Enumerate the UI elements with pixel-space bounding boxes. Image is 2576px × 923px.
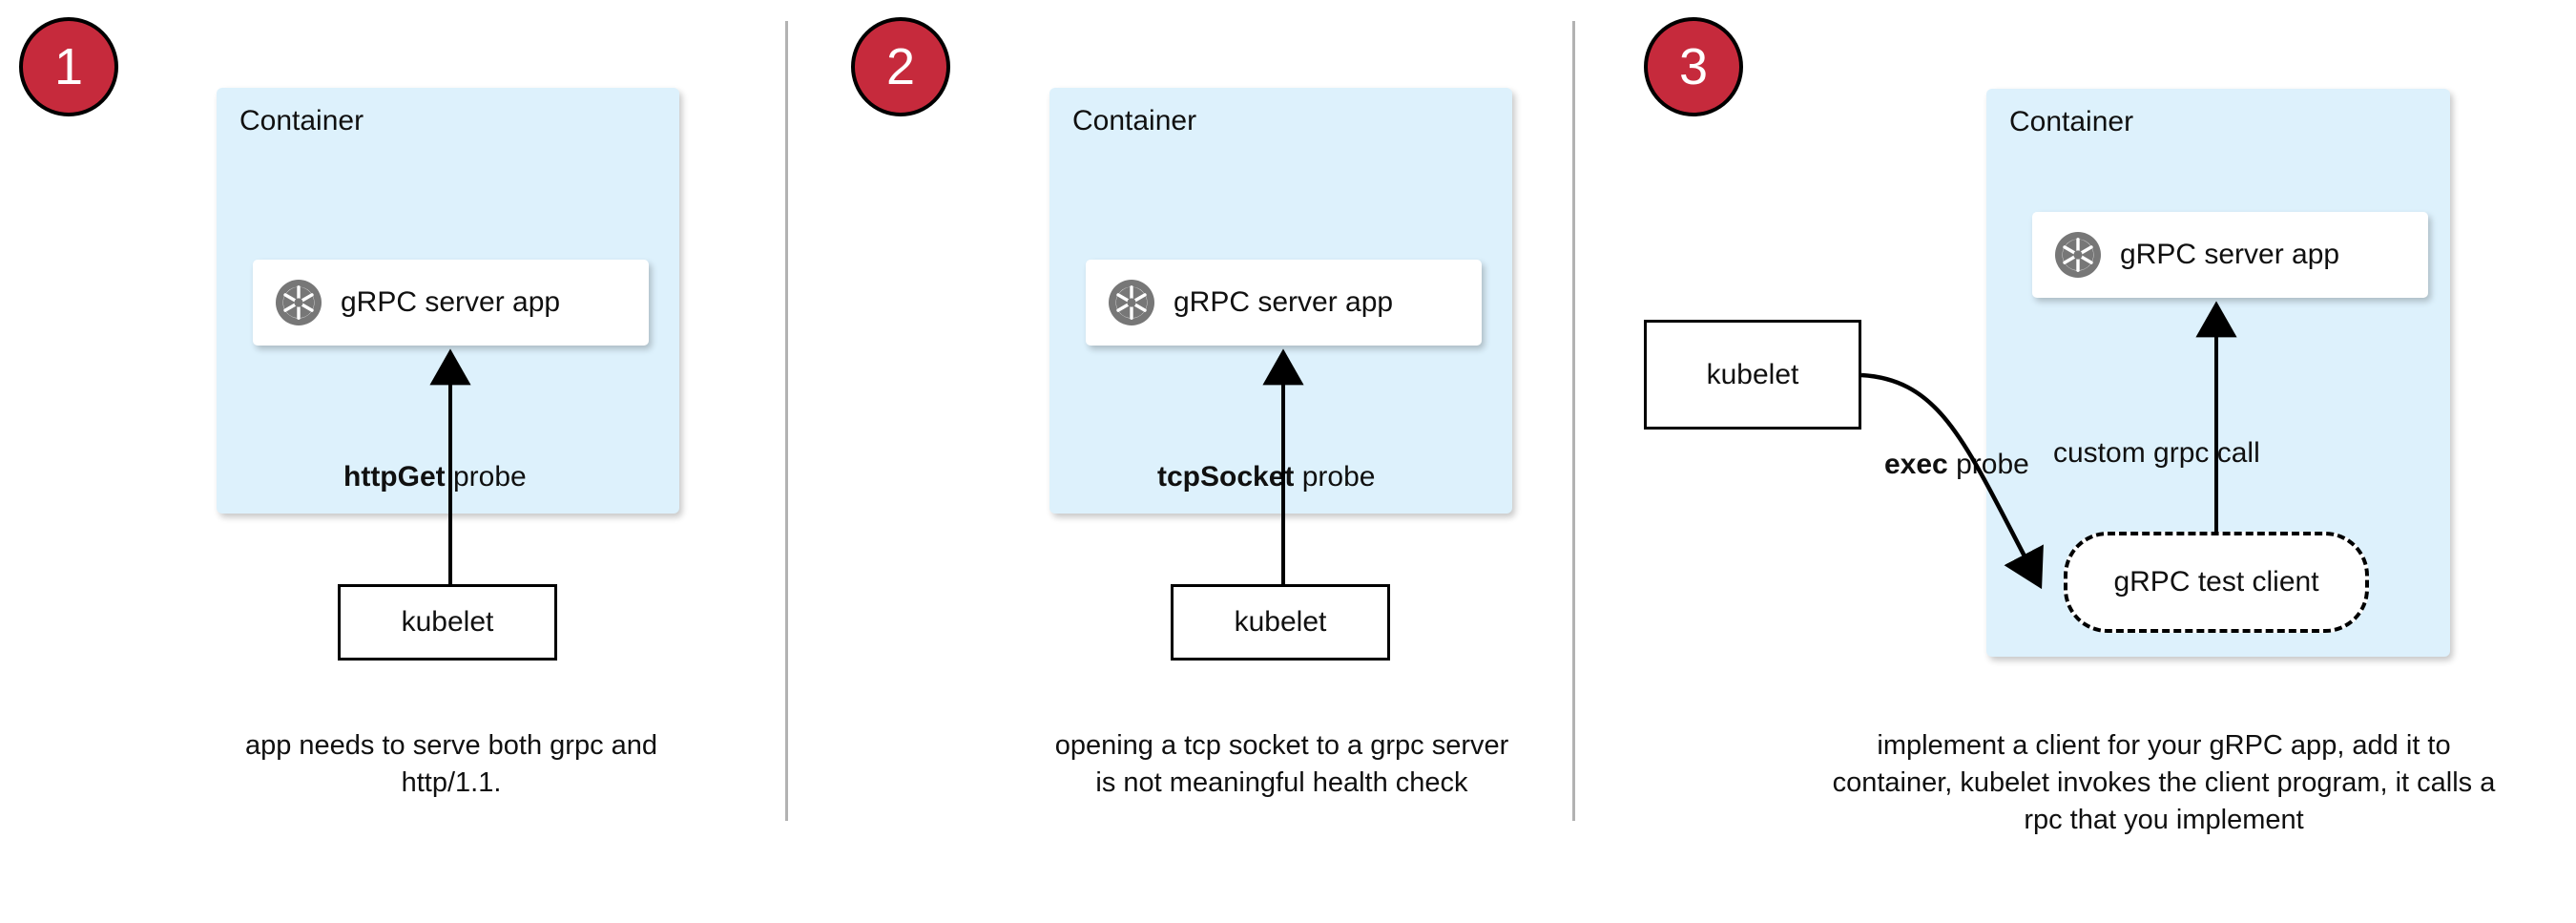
httpget-probe-label: httpGet probe xyxy=(343,461,527,493)
grpc-server-app-label-3: gRPC server app xyxy=(2120,239,2340,270)
step-badge-3: 3 xyxy=(1644,17,1743,116)
grpc-server-app-card-2: gRPC server app xyxy=(1086,260,1482,346)
container-label-2: Container xyxy=(1072,105,1197,136)
custom-grpc-call-label: custom grpc call xyxy=(2053,437,2260,469)
panel-divider-1 xyxy=(785,21,788,821)
probe-name-rest-2: probe xyxy=(1294,461,1376,493)
grpc-test-client-box: gRPC test client xyxy=(2064,532,2369,633)
exec-probe-label: exec probe xyxy=(1884,449,2029,481)
grpc-aperture-icon xyxy=(2053,230,2103,280)
probe-name-rest-1: probe xyxy=(445,461,527,493)
tcpsocket-probe-label: tcpSocket probe xyxy=(1157,461,1375,493)
kubelet-box-1: kubelet xyxy=(338,584,557,661)
probe-name-bold-1: httpGet xyxy=(343,461,446,493)
container-label-3: Container xyxy=(2009,106,2134,137)
grpc-server-app-label-1: gRPC server app xyxy=(341,286,561,318)
grpc-aperture-icon xyxy=(1107,278,1156,327)
step-badge-1: 1 xyxy=(19,17,118,116)
kubelet-box-2: kubelet xyxy=(1171,584,1390,661)
container-label-1: Container xyxy=(239,105,364,136)
panel-caption-1: app needs to serve both grpc and http/1.… xyxy=(244,730,658,798)
probe-name-bold-2: tcpSocket xyxy=(1157,461,1295,493)
step-badge-2: 2 xyxy=(851,17,950,116)
grpc-aperture-icon xyxy=(274,278,323,327)
probe-name-rest-3: probe xyxy=(1947,449,2029,480)
grpc-server-app-card-1: gRPC server app xyxy=(253,260,649,346)
panel-caption-2: opening a tcp socket to a grpc server is… xyxy=(1054,730,1509,798)
panel-caption-3: implement a client for your gRPC app, ad… xyxy=(1832,730,2496,835)
grpc-server-app-label-2: gRPC server app xyxy=(1174,286,1394,318)
panel-divider-2 xyxy=(1572,21,1575,821)
kubelet-box-3: kubelet xyxy=(1644,320,1861,430)
probe-name-bold-3: exec xyxy=(1884,449,1948,480)
grpc-server-app-card-3: gRPC server app xyxy=(2032,212,2428,298)
